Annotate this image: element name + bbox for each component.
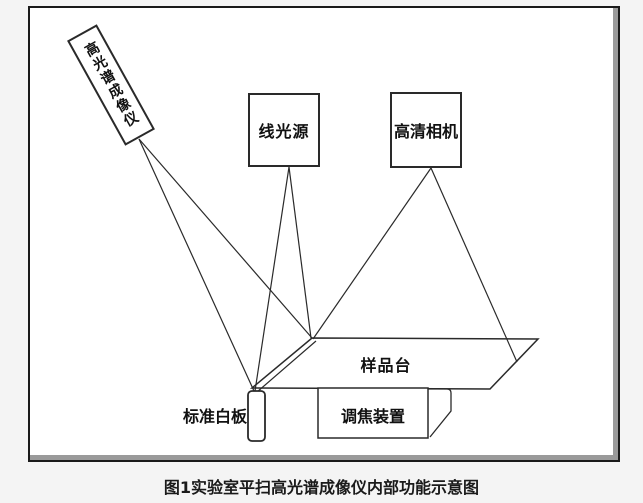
figure-caption: 图1实验室平扫高光谱成像仪内部功能示意图 — [163, 478, 480, 497]
focus-device-shape — [317, 387, 429, 439]
hd-camera-box: 高清相机 — [390, 92, 462, 168]
hd-camera-label: 高清相机 — [393, 122, 458, 141]
imager-ray-to-board — [138, 138, 255, 392]
camera-ray-to-stage-corner — [312, 167, 432, 340]
camera-ray-to-stage-edge — [430, 167, 518, 363]
white-board-shape — [247, 390, 266, 442]
focus-device-label: 调焦装置 — [340, 407, 405, 426]
optical-rays — [138, 138, 518, 393]
sample-stage-shape — [249, 337, 540, 390]
imager-ray-to-stage — [138, 138, 313, 339]
sample-stage-label: 样品台 — [360, 356, 412, 375]
light-ray-to-board — [254, 166, 290, 392]
scanline-corner-to-board — [256, 340, 317, 393]
focus-device-side-shape — [428, 388, 452, 438]
line-light-source-label: 线光源 — [258, 122, 310, 141]
line-light-source-box: 线光源 — [248, 93, 320, 167]
white-board-label: 标准白板 — [182, 407, 247, 426]
light-ray-to-stage — [288, 166, 312, 339]
